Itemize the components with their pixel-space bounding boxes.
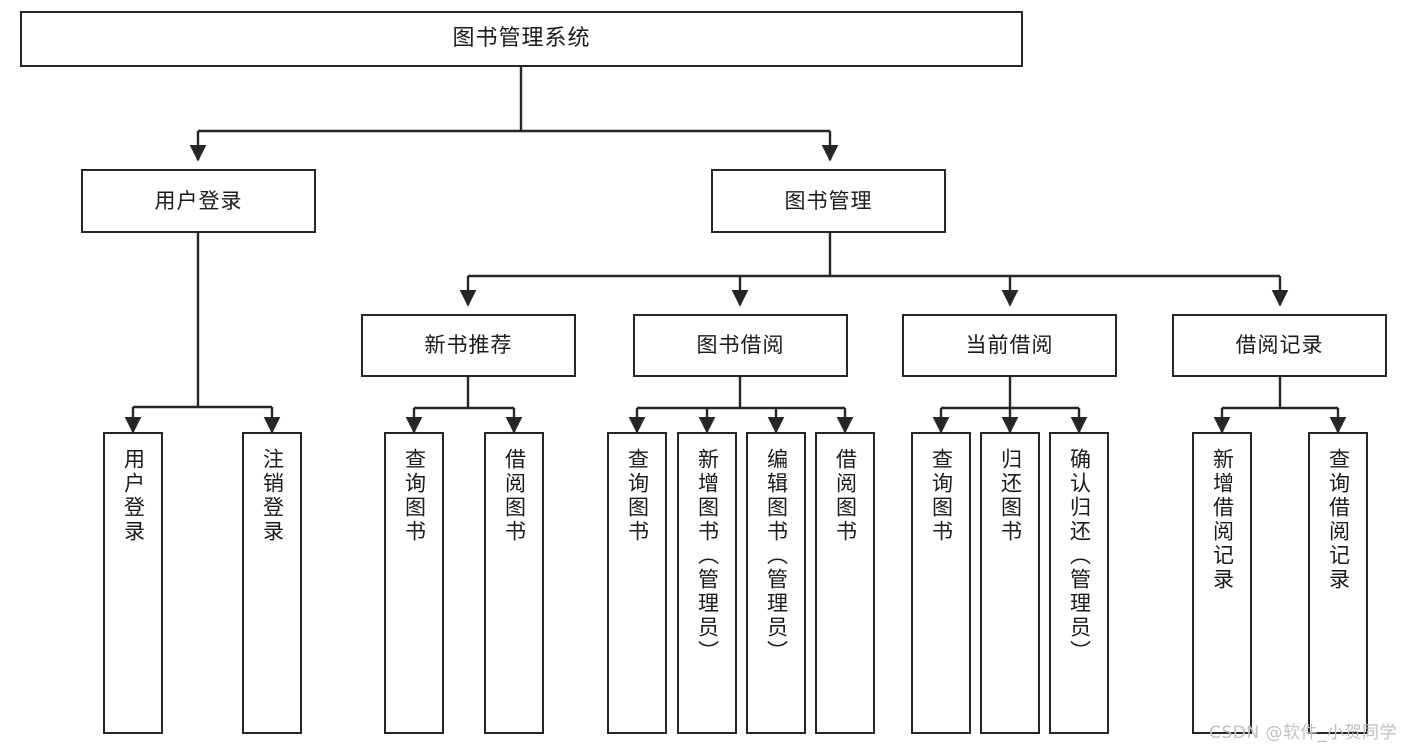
leaf-book-borrow-query-book[interactable]: 查询图书	[607, 432, 667, 734]
node-label: 注销登录	[260, 448, 285, 544]
node-current-borrow[interactable]: 当前借阅	[902, 314, 1117, 377]
node-label: 图书借阅	[696, 333, 785, 358]
leaf-current-borrow-return-book[interactable]: 归还图书	[980, 432, 1040, 734]
node-book-borrow[interactable]: 图书借阅	[633, 314, 848, 377]
leaf-borrow-record-query-record[interactable]: 查询借阅记录	[1308, 432, 1368, 734]
node-user-login[interactable]: 用户登录	[81, 169, 316, 233]
node-label: 图书管理系统	[452, 26, 591, 52]
leaf-new-book-borrow-book[interactable]: 借阅图书	[484, 432, 544, 734]
leaf-book-borrow-add-book-admin[interactable]: 新增图书（管理员）	[677, 432, 737, 734]
leaf-borrow-record-add-record[interactable]: 新增借阅记录	[1192, 432, 1252, 734]
node-label: 用户登录	[121, 448, 146, 544]
node-label: 编辑图书（管理员）	[764, 448, 789, 664]
node-label: 查询借阅记录	[1326, 448, 1351, 592]
node-root-book-management-system[interactable]: 图书管理系统	[20, 11, 1023, 67]
node-label: 图书管理	[784, 188, 873, 213]
node-label: 新增图书（管理员）	[695, 448, 720, 664]
node-label: 查询图书	[929, 448, 954, 544]
node-label: 确认归还（管理员）	[1067, 448, 1092, 664]
node-label: 借阅图书	[833, 448, 858, 544]
leaf-current-borrow-confirm-return-admin[interactable]: 确认归还（管理员）	[1049, 432, 1109, 734]
node-label: 用户登录	[154, 188, 243, 213]
node-label: 借阅记录	[1235, 333, 1324, 358]
watermark-text: CSDN @软件_小贺同学	[1209, 723, 1397, 743]
leaf-new-book-query-book[interactable]: 查询图书	[384, 432, 444, 734]
node-borrow-record[interactable]: 借阅记录	[1172, 314, 1387, 377]
node-label: 查询图书	[625, 448, 650, 544]
node-label: 借阅图书	[502, 448, 527, 544]
leaf-user-login-login[interactable]: 用户登录	[103, 432, 163, 734]
leaf-user-login-logout[interactable]: 注销登录	[242, 432, 302, 734]
leaf-book-borrow-edit-book-admin[interactable]: 编辑图书（管理员）	[746, 432, 806, 734]
node-label: 归还图书	[998, 448, 1023, 544]
node-label: 查询图书	[402, 448, 427, 544]
node-label: 当前借阅	[965, 333, 1054, 358]
node-new-book-recommend[interactable]: 新书推荐	[361, 314, 576, 377]
node-label: 新书推荐	[424, 333, 513, 358]
leaf-book-borrow-borrow-book[interactable]: 借阅图书	[815, 432, 875, 734]
leaf-current-borrow-query-book[interactable]: 查询图书	[911, 432, 971, 734]
node-label: 新增借阅记录	[1210, 448, 1235, 592]
node-book-management[interactable]: 图书管理	[711, 169, 946, 233]
